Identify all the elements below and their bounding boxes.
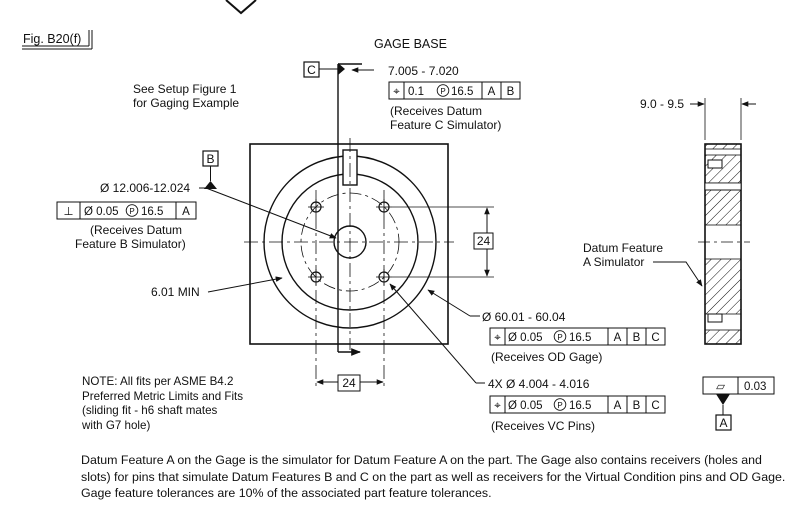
fit-note: NOTE: All fits per ASME B4.2 Preferred M… (82, 375, 244, 432)
datum-a-label: A (719, 416, 727, 430)
center-hole-size: Ø 12.006-12.024 (100, 181, 190, 195)
svg-text:P: P (557, 401, 562, 410)
svg-text:C: C (651, 332, 659, 344)
svg-text:B: B (633, 332, 641, 344)
flatness-symbol: ▱ (716, 381, 726, 393)
slot-note-line2: Feature C Simulator) (390, 118, 501, 132)
od-size: Ø 60.01 - 60.04 (482, 310, 566, 324)
svg-text:A: A (614, 400, 622, 412)
svg-text:16.5: 16.5 (451, 86, 473, 98)
section-view (698, 143, 750, 345)
od-feature-control-frame: ⌖ Ø 0.05 P 16.5 A B C (489, 327, 666, 346)
svg-text:⌖: ⌖ (393, 86, 400, 98)
svg-text:P: P (440, 87, 445, 96)
od-note: (Receives OD Gage) (491, 350, 602, 364)
svg-text:⌖: ⌖ (494, 400, 501, 412)
svg-text:16.5: 16.5 (569, 332, 591, 344)
svg-text:P: P (557, 333, 562, 342)
thickness-dim: 9.0 - 9.5 (640, 97, 684, 111)
figure-title: GAGE BASE (374, 37, 447, 51)
center-hole-note-line2: Feature B Simulator) (75, 237, 186, 251)
basic-dim-vertical: 24 (477, 234, 491, 248)
setup-note-line1: See Setup Figure 1 (133, 82, 237, 96)
setup-note-line2: for Gaging Example (133, 96, 239, 110)
svg-text:P: P (129, 207, 134, 216)
flatness-tolerance: 0.03 (744, 381, 766, 393)
svg-text:Ø 0.05: Ø 0.05 (508, 332, 543, 344)
pin-size: 4X Ø 4.004 - 4.016 (488, 377, 590, 391)
slot-note-line1: (Receives Datum (390, 104, 482, 118)
plan-view (244, 63, 454, 390)
min-dim: 6.01 MIN (151, 285, 200, 299)
svg-text:Ø 0.05: Ø 0.05 (508, 400, 543, 412)
svg-text:⌖: ⌖ (494, 332, 501, 344)
svg-text:16.5: 16.5 (569, 400, 591, 412)
svg-text:Ø 0.05: Ø 0.05 (84, 206, 119, 218)
svg-text:A: A (488, 86, 496, 98)
svg-text:A: A (614, 332, 622, 344)
svg-text:⊥: ⊥ (63, 206, 73, 218)
datum-a-note-line2: A Simulator (583, 255, 644, 269)
description-paragraph: Datum Feature A on the Gage is the simul… (81, 453, 786, 500)
pin-feature-control-frame: ⌖ Ø 0.05 P 16.5 A B C (489, 395, 666, 414)
svg-text:C: C (651, 400, 659, 412)
figure-label: Fig. B20(f) (23, 32, 81, 46)
svg-text:16.5: 16.5 (141, 206, 163, 218)
basic-dim-horizontal: 24 (342, 376, 356, 390)
pin-note: (Receives VC Pins) (491, 419, 595, 433)
datum-a-note-line1: Datum Feature (583, 241, 663, 255)
svg-text:A: A (182, 206, 190, 218)
partial-view-top (225, 0, 257, 15)
svg-text:0.1: 0.1 (408, 86, 424, 98)
datum-b-label: B (206, 152, 214, 166)
slot-feature-control-frame: ⌖ 0.1 P 16.5 A B (388, 81, 521, 100)
svg-text:B: B (507, 86, 515, 98)
svg-text:B: B (633, 400, 641, 412)
center-hole-note-line1: (Receives Datum (90, 223, 182, 237)
center-hole-feature-control-frame: ⊥ Ø 0.05 P 16.5 A (56, 201, 197, 220)
slot-size: 7.005 - 7.020 (388, 64, 459, 78)
datum-c-label: C (307, 63, 316, 77)
